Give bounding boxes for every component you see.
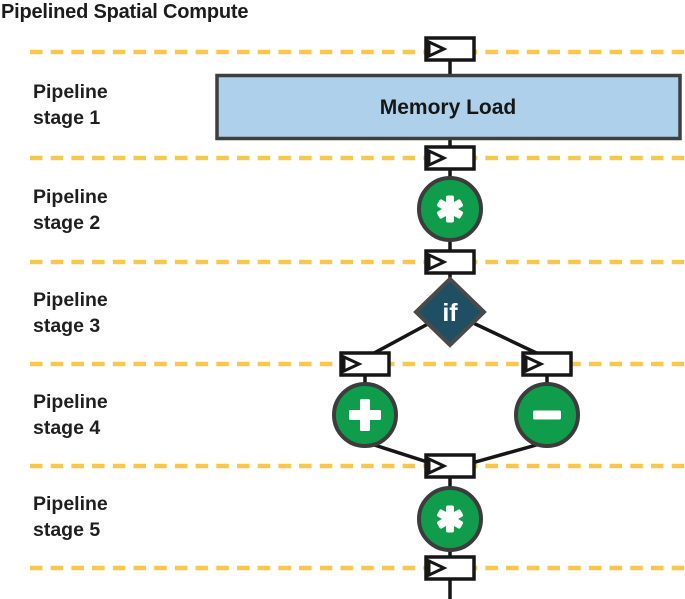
stage-label-4: Pipeline stage 4 bbox=[33, 389, 108, 441]
memory-load-block bbox=[215, 73, 682, 141]
multiply-node bbox=[417, 486, 483, 552]
stage-label-line: stage 4 bbox=[33, 417, 101, 439]
stage-label-5: Pipeline stage 5 bbox=[33, 491, 108, 543]
subtract-icon bbox=[533, 410, 561, 420]
stage-label-line: stage 2 bbox=[33, 212, 101, 234]
multiply-icon bbox=[437, 505, 463, 533]
stage-label-line: stage 5 bbox=[33, 519, 101, 541]
stage-label-line: stage 3 bbox=[33, 315, 101, 337]
stage-label-line: stage 1 bbox=[33, 107, 101, 129]
register-icon bbox=[424, 555, 476, 581]
diagram-title: Pipelined Spatial Compute bbox=[1, 1, 249, 23]
register-icon bbox=[521, 351, 573, 377]
stage-label-line: Pipeline bbox=[33, 186, 108, 208]
register-icon bbox=[339, 351, 391, 377]
if-label: if bbox=[442, 299, 458, 327]
stage-label-line: Pipeline bbox=[33, 81, 108, 103]
stage-label-3: Pipeline stage 3 bbox=[33, 287, 108, 339]
subtract-node bbox=[514, 382, 580, 448]
add-node bbox=[332, 382, 398, 448]
branch-diamond bbox=[413, 276, 487, 348]
stage-label-2: Pipeline stage 2 bbox=[33, 184, 108, 236]
stage-label-line: Pipeline bbox=[33, 493, 108, 515]
stage-label-line: Pipeline bbox=[33, 289, 108, 311]
stage-label-line: Pipeline bbox=[33, 391, 108, 413]
register-icon bbox=[424, 249, 476, 275]
multiply-node bbox=[417, 176, 483, 242]
stage-label-1: Pipeline stage 1 bbox=[33, 79, 108, 131]
memory-load-label: Memory Load bbox=[380, 96, 517, 119]
register-icon bbox=[424, 36, 476, 62]
register-icon bbox=[424, 145, 476, 171]
multiply-icon bbox=[437, 195, 463, 223]
register-icon bbox=[424, 453, 476, 479]
add-icon bbox=[349, 399, 381, 431]
